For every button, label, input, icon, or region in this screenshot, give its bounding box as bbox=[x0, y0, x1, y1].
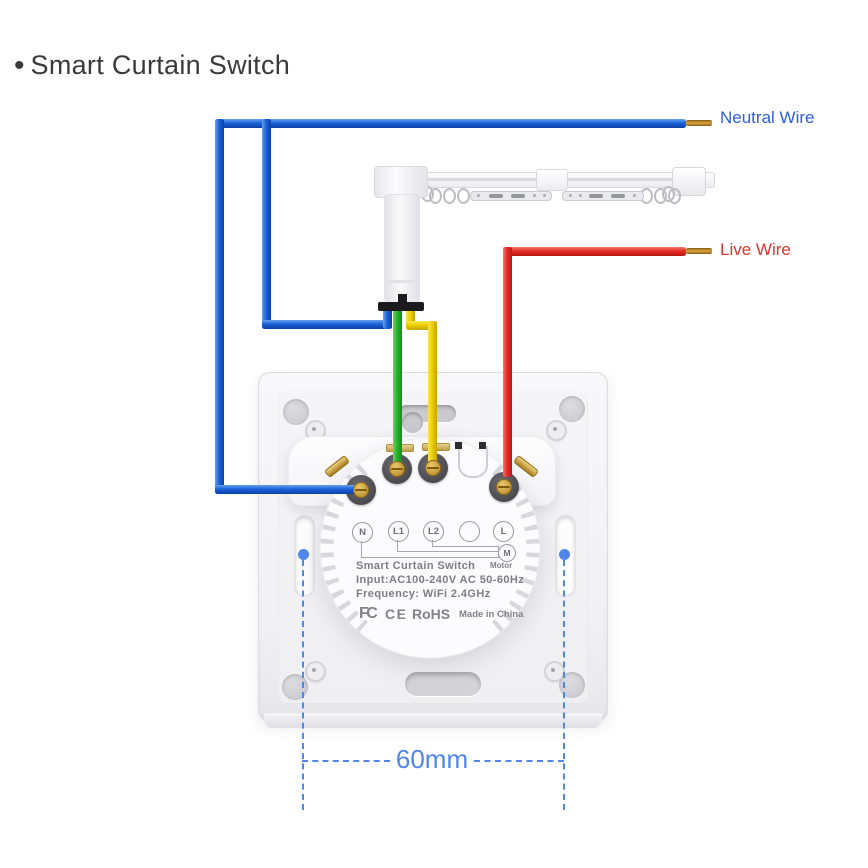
dimension-line-right bbox=[563, 560, 565, 810]
curtain-hook bbox=[429, 188, 442, 204]
motor-yellow-wire-jog bbox=[406, 321, 437, 330]
plate-bottom-edge bbox=[264, 714, 602, 728]
curtain-motor-tube bbox=[384, 194, 420, 304]
motor-yellow-wire-drop bbox=[428, 321, 437, 466]
neutral-wire-copper-tip bbox=[686, 120, 712, 126]
module-frequency-spec: Frequency: WiFi 2.4GHz bbox=[356, 588, 491, 600]
schematic-line bbox=[361, 557, 499, 558]
rail-center-joint bbox=[536, 169, 568, 191]
terminal-label-n: N bbox=[352, 522, 373, 543]
l1-terminal-screw-head bbox=[389, 461, 405, 477]
curtain-hook bbox=[654, 188, 667, 204]
module-input-spec: Input:AC100-240V AC 50-60Hz bbox=[356, 574, 525, 586]
schematic-line bbox=[432, 546, 499, 547]
dimension-value: 60mm bbox=[395, 744, 469, 774]
dimension-line-horizontal bbox=[302, 760, 390, 762]
mounting-keyhole-lobe bbox=[402, 412, 423, 433]
curtain-hook bbox=[457, 188, 470, 204]
schematic-line bbox=[397, 551, 499, 552]
page-title: • Smart Curtain Switch bbox=[14, 50, 290, 81]
motor-wire-connector bbox=[378, 302, 424, 311]
rail-end-cap bbox=[672, 167, 706, 196]
rail-bracket bbox=[470, 191, 552, 201]
bottom-mounting-slot bbox=[405, 672, 481, 696]
motor-connector-nub bbox=[398, 294, 407, 303]
dimension-line-horizontal bbox=[474, 760, 564, 762]
title-text: Smart Curtain Switch bbox=[30, 50, 291, 80]
title-bullet: • bbox=[14, 48, 25, 82]
rohs-mark: RoHS bbox=[412, 606, 451, 622]
live-wire-drop bbox=[503, 247, 512, 477]
terminal-label-l2: L2 bbox=[423, 521, 444, 542]
neutral-wire-to-motor bbox=[262, 320, 392, 329]
l-terminal-screw-head bbox=[496, 479, 512, 495]
dimension-line-left bbox=[302, 560, 304, 810]
plate-screw bbox=[305, 661, 326, 682]
neutral-wire-top bbox=[215, 119, 686, 128]
l2-terminal-screw-head bbox=[425, 460, 441, 476]
curtain-hook bbox=[668, 188, 681, 204]
motor-terminal-label: M bbox=[498, 544, 516, 562]
rail-bracket bbox=[562, 191, 644, 201]
ce-mark: CE bbox=[385, 606, 408, 622]
schematic-line bbox=[361, 541, 362, 558]
dimension-anchor-dot bbox=[298, 549, 309, 560]
clip-contact bbox=[455, 442, 462, 449]
neutral-wire-label: Neutral Wire bbox=[720, 108, 815, 127]
motor-yellow-wire bbox=[406, 309, 415, 330]
n-terminal-screw-head bbox=[353, 482, 369, 498]
corner-hole bbox=[559, 396, 585, 422]
unused-terminal-clip bbox=[458, 446, 488, 478]
schematic-line bbox=[498, 546, 499, 558]
schematic-line bbox=[397, 540, 398, 552]
module-name-text: Smart Curtain Switch bbox=[356, 560, 476, 572]
live-wire-top bbox=[503, 247, 686, 256]
curtain-hook bbox=[443, 188, 456, 204]
motor-green-wire bbox=[393, 309, 402, 467]
corner-hole bbox=[282, 674, 308, 700]
plate-screw bbox=[546, 420, 567, 441]
motor-caption: Motor bbox=[490, 561, 513, 570]
neutral-wire-left-drop bbox=[215, 119, 224, 494]
clip-contact bbox=[479, 442, 486, 449]
fcc-mark: FC bbox=[359, 605, 378, 622]
terminal-label-blank bbox=[459, 521, 480, 542]
neutral-wire-inner-drop bbox=[262, 119, 271, 329]
dimension-anchor-dot bbox=[559, 549, 570, 560]
live-wire-copper-tip bbox=[686, 248, 712, 254]
curtain-motor-head bbox=[374, 166, 428, 198]
neutral-wire-to-n-terminal bbox=[215, 485, 365, 494]
motor-tube-ring bbox=[385, 280, 417, 283]
schematic-line bbox=[432, 540, 433, 547]
terminal-label-l: L bbox=[493, 521, 514, 542]
neutral-wire-motor-stub bbox=[383, 303, 392, 329]
made-in-china-text: Made in China bbox=[459, 609, 524, 620]
live-wire-label: Live Wire bbox=[720, 240, 791, 259]
corner-hole bbox=[283, 399, 309, 425]
terminal-label-l1: L1 bbox=[388, 521, 409, 542]
